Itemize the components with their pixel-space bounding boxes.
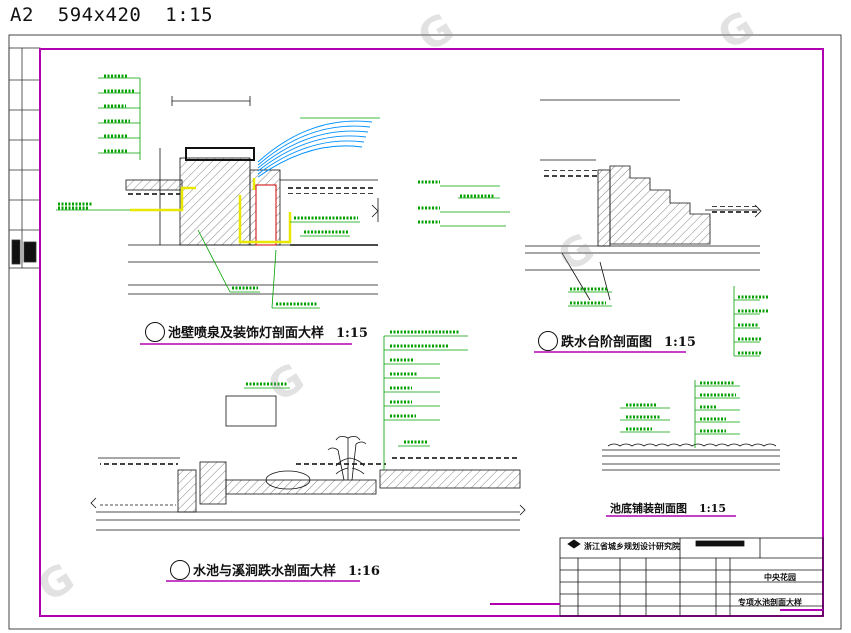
detail-index-circle — [538, 330, 558, 351]
labels-detail-1 — [58, 74, 134, 210]
callouts-detail-2 — [440, 185, 760, 357]
detail-index-circle — [170, 559, 190, 580]
detail-scale: 1:15 — [664, 335, 696, 350]
detail-index-circle — [145, 321, 165, 342]
detail-title-text: 跌水台阶剖面图 — [561, 335, 653, 350]
detail-cascade-steps — [525, 99, 762, 301]
leaders-bottom-1 — [197, 117, 380, 309]
fountain-water-jet — [257, 120, 373, 178]
detail-title-text: 池壁喷泉及装饰灯剖面大样 — [168, 326, 325, 341]
title-block — [559, 537, 824, 617]
sheet-dimensions: 594x420 — [57, 4, 142, 26]
detail-fountain-wall — [125, 96, 379, 295]
detail-title-4: 池底铺装剖面图 1:15 — [610, 500, 726, 516]
sheet-scale: 1:15 — [165, 4, 214, 26]
title-block-institute: 浙江省城乡规划设计研究院 — [584, 542, 680, 551]
detail-title-text: 池底铺装剖面图 — [610, 502, 687, 515]
left-strip — [8, 47, 41, 269]
detail-scale: 1:16 — [348, 564, 380, 579]
callouts-detail-3 — [244, 335, 468, 470]
fountain-pipe — [130, 178, 292, 244]
plant-motif — [327, 436, 367, 481]
sheet-size-code: A2 — [10, 4, 34, 26]
detail-pool-stream — [90, 395, 526, 531]
detail-title-1: 池壁喷泉及装饰灯剖面大样 1:15 — [145, 321, 368, 344]
detail-title-text: 水池与溪涧跌水剖面大样 — [193, 564, 337, 579]
sheet-header: A2 594x420 1:15 — [10, 4, 213, 26]
callouts-detail-4 — [620, 380, 740, 448]
detail-pool-floor — [602, 443, 780, 471]
callouts-detail-1 — [56, 77, 141, 211]
detail-title-3: 水池与溪涧跌水剖面大样 1:16 — [170, 559, 380, 582]
title-underlines — [140, 343, 736, 582]
inner-border — [39, 48, 824, 617]
title-block-drawing-name: 专项水池剖面大样 — [738, 598, 802, 607]
title-block-project: 中央花园 — [764, 573, 796, 582]
detail-scale: 1:15 — [699, 502, 727, 515]
detail-title-2: 跌水台阶剖面图 1:15 — [538, 330, 696, 353]
outer-frame — [8, 34, 842, 630]
detail-scale: 1:15 — [336, 326, 368, 341]
